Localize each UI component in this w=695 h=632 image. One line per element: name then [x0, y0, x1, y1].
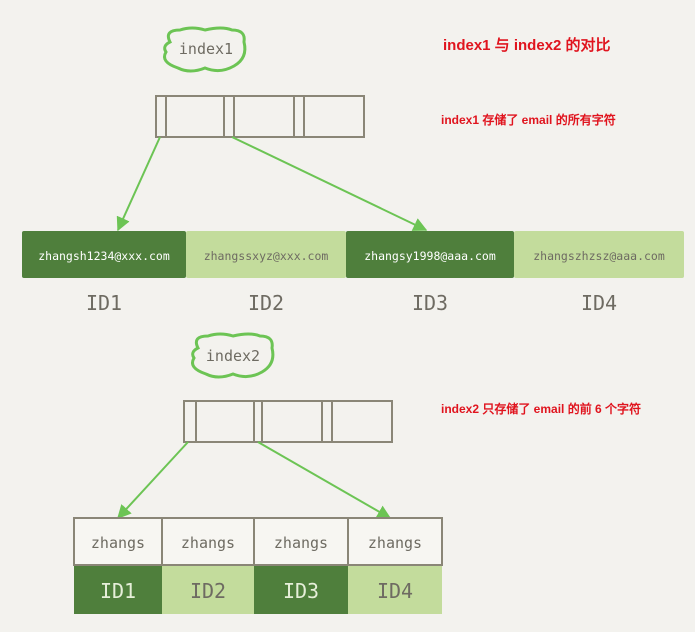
index1-node-box	[155, 95, 365, 138]
index2-prefix-cell	[253, 517, 349, 566]
index2-id-text: ID4	[377, 579, 413, 603]
index1-email-cell	[346, 231, 514, 278]
index1-id-label: ID4	[581, 291, 617, 315]
index2-arrow-to-first	[117, 441, 189, 520]
index2-node-box	[183, 400, 393, 443]
index1-node	[155, 95, 365, 138]
index2-tag: index2	[191, 332, 275, 379]
index1-email-cell	[186, 231, 346, 278]
index2-id-cell	[254, 566, 348, 614]
index2-prefix-text: zhangs	[181, 534, 235, 552]
index2-prefix-cell	[73, 517, 163, 566]
index1-tag-label: index1	[179, 40, 233, 58]
index1-email-text: zhangsy1998@aaa.com	[364, 249, 496, 263]
index2-id-text: ID3	[283, 579, 319, 603]
index2-prefix-text: zhangs	[368, 534, 422, 552]
index2-tag-label: index2	[206, 347, 260, 365]
index1-arrow-to-id3	[231, 136, 428, 231]
index2-note: index2 只存储了 email 的前 6 个字符	[441, 402, 642, 416]
index1-email-text: zhangssxyz@xxx.com	[204, 249, 329, 263]
index2-id-cell	[348, 566, 442, 614]
index1-id-label: ID3	[412, 291, 448, 315]
index1-email-text: zhangszhzsz@aaa.com	[533, 249, 665, 263]
index2-prefix-cell	[347, 517, 443, 566]
index1-email-cell	[22, 231, 186, 278]
index1-id-label: ID2	[248, 291, 284, 315]
index2-prefix-cell	[161, 517, 255, 566]
index2-tag-outline	[191, 332, 275, 379]
index2-id-text: ID1	[100, 579, 136, 603]
main-title: index1 与 index2 的对比	[443, 37, 611, 54]
index1-tag-outline	[163, 26, 247, 73]
index2-id-cell	[162, 566, 254, 614]
index2-prefix-text: zhangs	[274, 534, 328, 552]
index1-id-label: ID1	[86, 291, 122, 315]
index2-id-cell	[74, 566, 162, 614]
index2-node	[183, 400, 393, 443]
index1-tag: index1	[163, 26, 247, 73]
index2-prefix-text: zhangs	[91, 534, 145, 552]
index1-arrow-to-id1	[116, 136, 161, 232]
index2-id-text: ID2	[190, 579, 226, 603]
index2-arrow-to-fourth	[257, 441, 392, 519]
index1-note: index1 存储了 email 的所有字符	[441, 113, 616, 127]
index1-email-cell	[514, 231, 684, 278]
index1-email-text: zhangsh1234@xxx.com	[38, 249, 170, 263]
